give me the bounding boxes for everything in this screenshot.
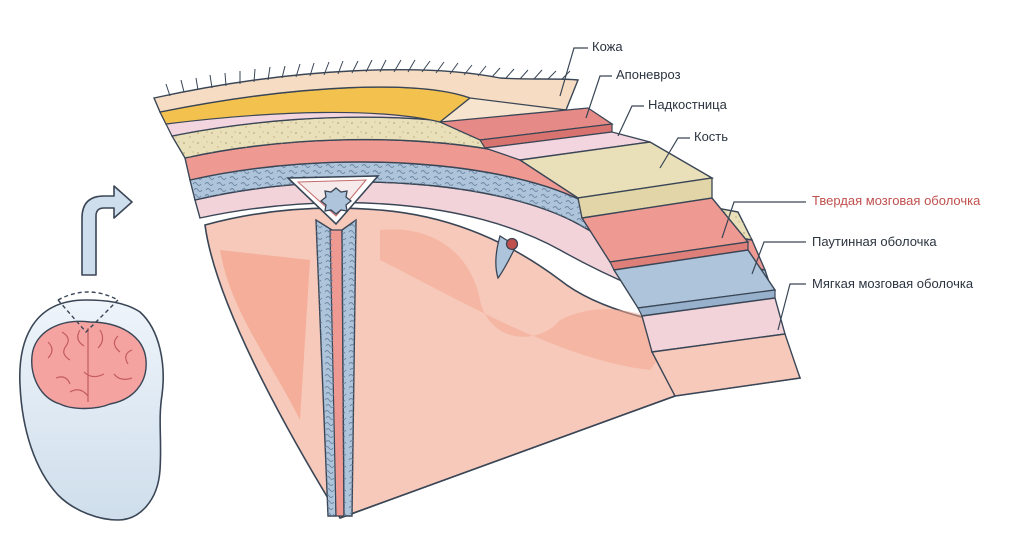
label-bone: Кость bbox=[694, 129, 729, 144]
label-dura: Твердая мозговая оболочка bbox=[812, 193, 981, 208]
curved-arrow-icon bbox=[81, 185, 133, 276]
hair-strands bbox=[165, 59, 571, 97]
label-periosteum: Надкостница bbox=[648, 97, 727, 112]
label-skin: Кожа bbox=[592, 39, 623, 54]
label-arachnoid: Паутинная оболочка bbox=[812, 234, 937, 249]
brain-icon bbox=[31, 320, 147, 410]
label-aponeurosis: Апоневроз bbox=[616, 67, 681, 82]
layer-steps bbox=[437, 107, 801, 397]
label-pia: Мягкая мозговая оболочка bbox=[812, 276, 974, 291]
leader-lines bbox=[559, 47, 806, 331]
venous-sinus-icon bbox=[319, 187, 353, 215]
section-indicator bbox=[57, 291, 119, 334]
blood-vessel-icon bbox=[495, 234, 519, 280]
falx bbox=[315, 218, 357, 517]
